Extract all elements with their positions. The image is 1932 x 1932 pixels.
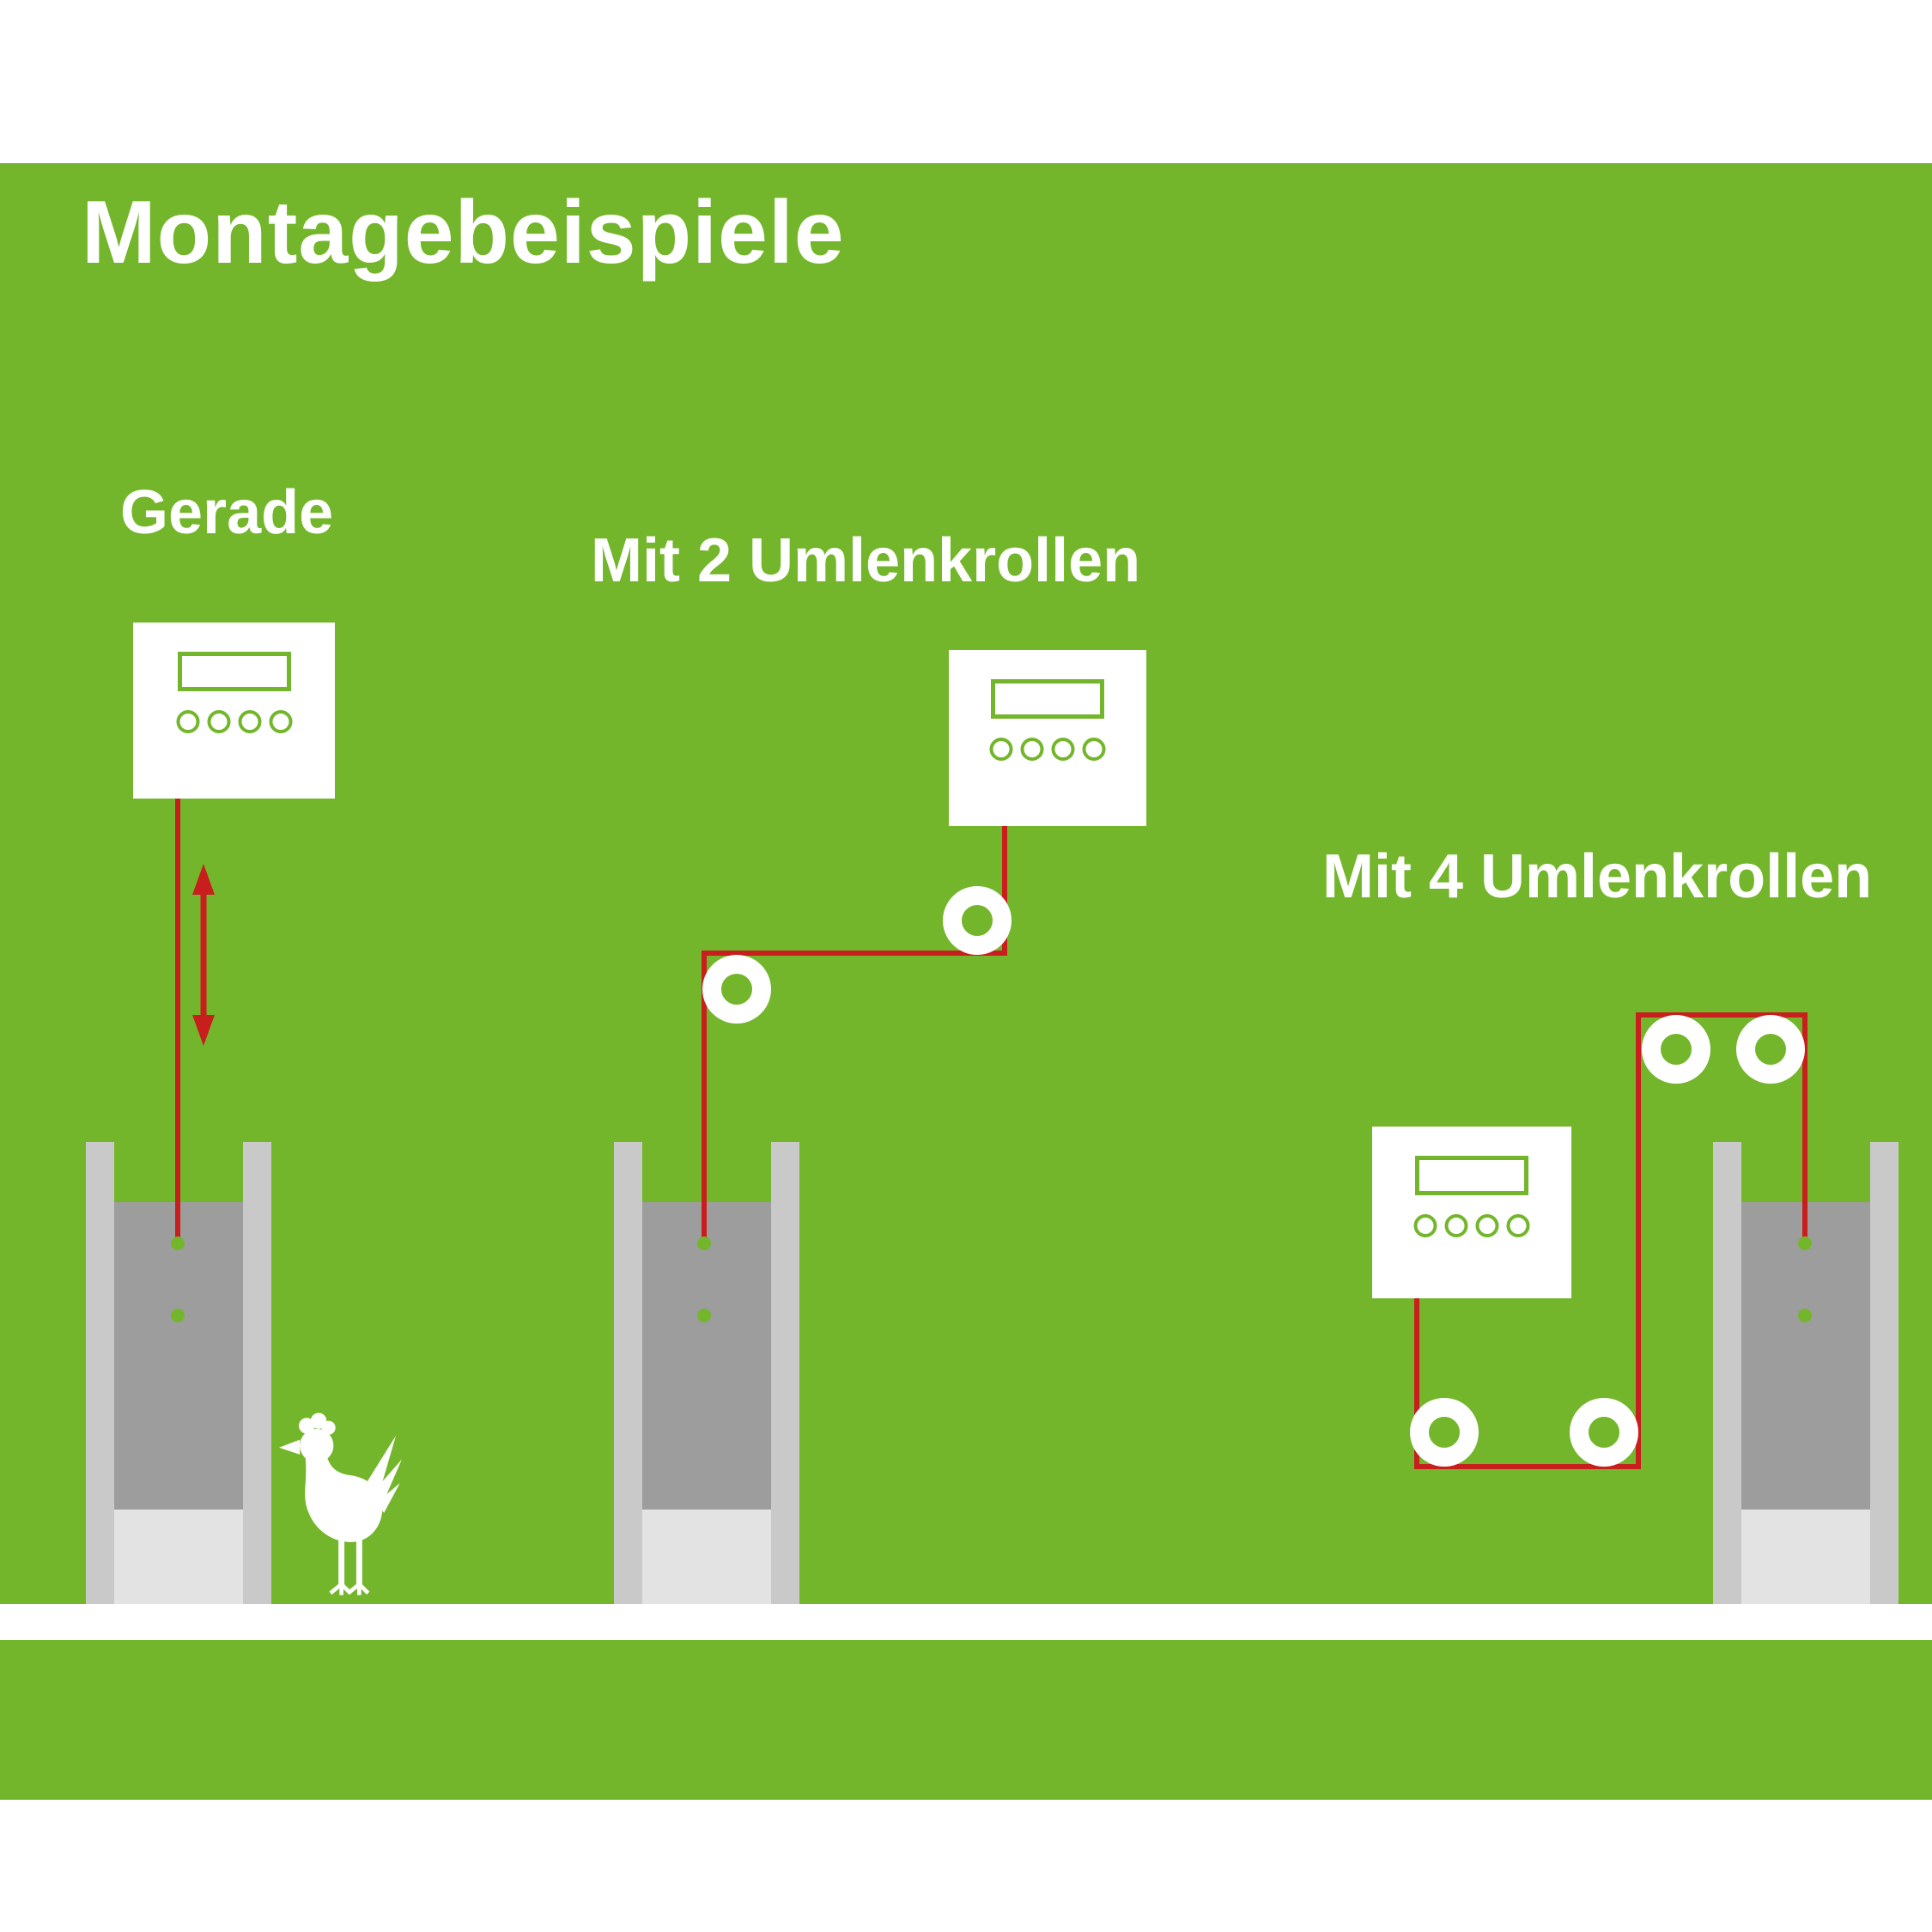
controller-display [177, 652, 291, 691]
controller-button-icon [1020, 738, 1044, 761]
door-rail [86, 1142, 114, 1606]
controller-buttons [989, 738, 1106, 761]
door-frame-2 [614, 1142, 799, 1606]
controller-button-icon [207, 710, 230, 733]
cable-attachment-dot [171, 1309, 185, 1322]
controller-buttons [1413, 1214, 1530, 1237]
door-opening [114, 1510, 243, 1606]
example-label-2-umlenkrollen: Mit 2 Umlenkrollen [591, 526, 1141, 595]
ground-line [0, 1604, 1932, 1640]
pulley-icon [702, 955, 771, 1024]
control-unit-2 [949, 650, 1146, 826]
controller-button-icon [238, 710, 261, 733]
controller-button-icon [1444, 1214, 1468, 1237]
cable-attachment-dot [1798, 1236, 1812, 1250]
door-rail [614, 1142, 642, 1606]
controller-buttons [176, 710, 292, 733]
door-panel [642, 1202, 771, 1510]
pulley-icon [1736, 1015, 1805, 1084]
control-unit-3 [1372, 1127, 1571, 1298]
controller-button-icon [1413, 1214, 1437, 1237]
door-opening [642, 1510, 771, 1606]
cable-attachment-dot [1798, 1309, 1812, 1322]
cable-attachment-dot [697, 1309, 711, 1322]
controller-button-icon [269, 710, 292, 733]
pulley-icon [943, 886, 1012, 955]
pulley-icon [1570, 1398, 1638, 1467]
door-rail [771, 1142, 799, 1606]
example-label-gerade: Gerade [120, 478, 334, 547]
controller-button-icon [1082, 738, 1106, 761]
controller-button-icon [176, 710, 199, 733]
page-title: Montagebeispiele [82, 183, 845, 283]
cable-attachment-dot [697, 1236, 711, 1250]
door-rail [1870, 1142, 1899, 1606]
cable-attachment-dot [171, 1236, 185, 1250]
chicken-icon [278, 1413, 402, 1595]
door-frame-1 [86, 1142, 271, 1606]
controller-button-icon [1475, 1214, 1499, 1237]
door-panel [114, 1202, 243, 1510]
example-label-4-umlenkrollen: Mit 4 Umlenkrollen [1322, 842, 1873, 911]
controller-button-icon [1051, 738, 1075, 761]
door-rail [243, 1142, 271, 1606]
pulley-icon [1410, 1398, 1479, 1467]
door-opening [1741, 1510, 1870, 1606]
controller-display [991, 679, 1104, 719]
controller-display [1415, 1156, 1528, 1195]
pulley-icon [1642, 1015, 1710, 1084]
door-frame-3 [1713, 1142, 1899, 1606]
control-unit-1 [133, 623, 335, 799]
controller-button-icon [989, 738, 1013, 761]
door-rail [1713, 1142, 1741, 1606]
controller-button-icon [1506, 1214, 1530, 1237]
